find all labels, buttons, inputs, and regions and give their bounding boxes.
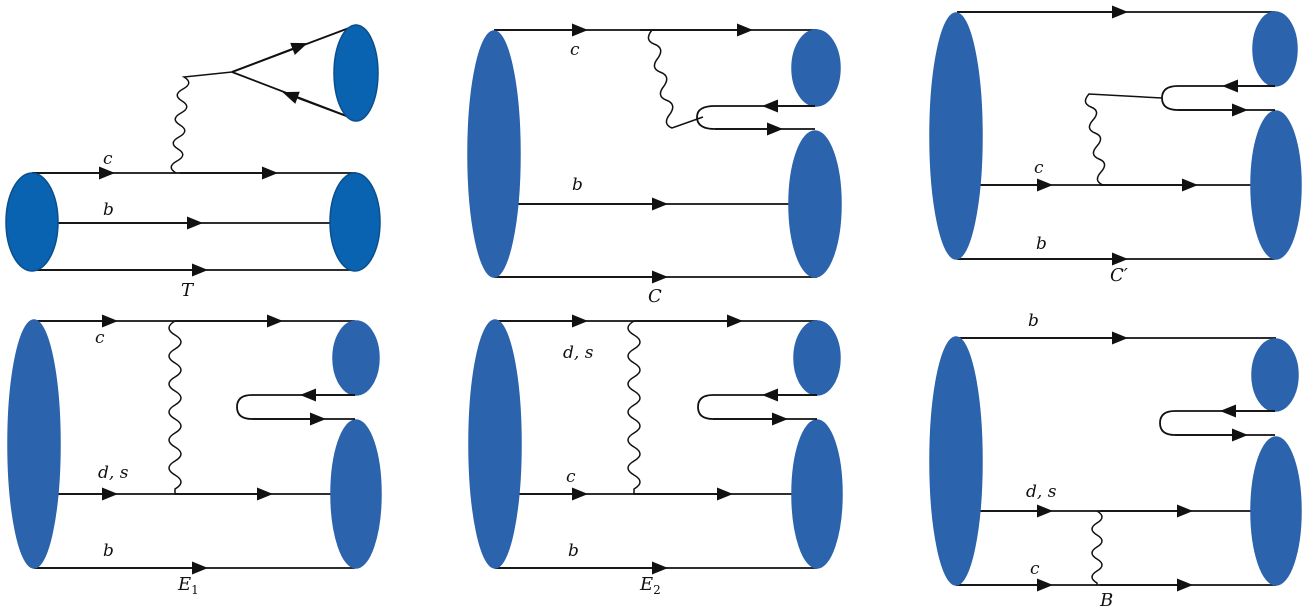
pair-loop [696, 105, 815, 130]
label-bot: b [103, 541, 114, 561]
label-mid: c [566, 467, 576, 487]
diagram-C: c b C [467, 23, 842, 307]
diagram-B: b d, s c B [929, 311, 1302, 611]
final-meson-lower [791, 419, 843, 569]
w-boson-wavy [627, 320, 641, 494]
final-meson-upper [1252, 11, 1298, 87]
final-meson-lower [330, 419, 382, 569]
diagram-C-prime: c b C′ [929, 5, 1302, 286]
diagram-T: c b T [5, 24, 381, 301]
label-bot: c [1030, 559, 1040, 579]
label-top: b [1028, 311, 1039, 331]
final-meson-upper [791, 29, 841, 107]
caption-E2: E2 [639, 574, 661, 597]
caption-T: T [181, 280, 195, 301]
initial-meson [929, 12, 983, 260]
label-top: c [570, 40, 580, 60]
diagram-E1: c d, s b E1 [7, 314, 382, 597]
label-mid: d, s [1026, 482, 1057, 502]
pair-loop [1159, 410, 1275, 436]
initial-meson [467, 30, 521, 278]
pair-loop [1161, 85, 1275, 111]
final-meson-upper [1251, 338, 1299, 412]
label-top: d, s [563, 343, 594, 363]
final-meson-lower [1250, 110, 1302, 260]
caption-C: C [648, 286, 662, 307]
diagram-E2: d, s c b E2 [468, 314, 843, 597]
initial-meson [7, 319, 61, 569]
caption-E1: E1 [177, 574, 199, 597]
label-bot: b [568, 541, 579, 561]
caption-B: B [1099, 590, 1113, 611]
initial-meson [5, 172, 59, 272]
pair-loop [236, 394, 355, 420]
final-meson [329, 172, 381, 272]
emitted-meson [333, 24, 379, 122]
label-mid: b [572, 175, 583, 195]
final-meson-upper [332, 320, 380, 396]
final-meson-lower [788, 130, 842, 278]
w-boson-wavy [1091, 510, 1103, 585]
w-boson-wavy [1084, 93, 1163, 186]
label-bot: b [1036, 234, 1047, 254]
caption-C-prime: C′ [1110, 265, 1128, 286]
final-meson-lower [1250, 436, 1302, 586]
initial-meson [468, 319, 522, 569]
final-meson-upper [793, 320, 841, 396]
label-top: c [103, 149, 113, 169]
w-boson-wavy [170, 71, 233, 174]
pair-loop [697, 394, 817, 420]
initial-meson [929, 336, 983, 586]
label-mid: d, s [98, 463, 129, 483]
label-top: c [95, 328, 105, 348]
label-mid: c [1034, 158, 1044, 178]
w-boson-wavy [168, 320, 182, 494]
label-mid: b [103, 200, 114, 220]
w-boson-wavy [647, 29, 704, 129]
